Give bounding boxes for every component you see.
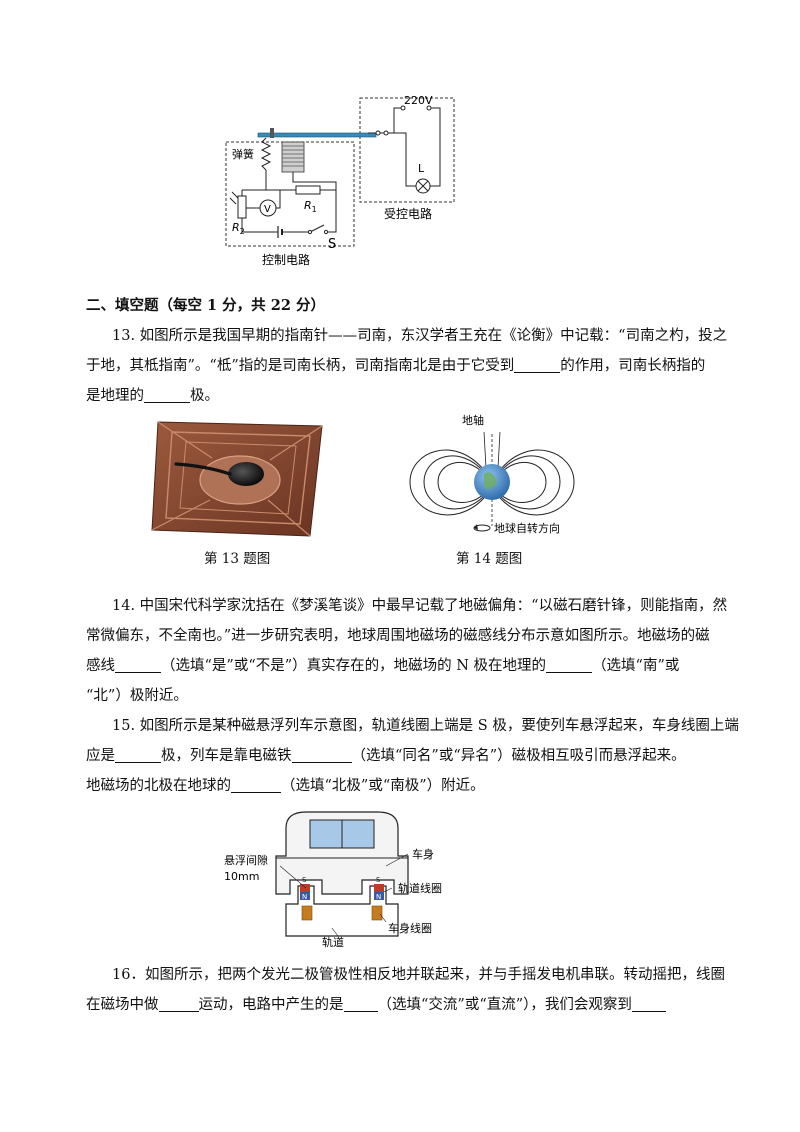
- answer-blank[interactable]: [144, 386, 190, 403]
- q15-line-3: 地磁场的北极在地球的（选填“北极”或“南极”）附近。: [86, 776, 485, 794]
- spring-icon: [260, 137, 272, 171]
- q14-line-2: 常微偏东，不全南也。”进一步研究表明，地球周围地磁场的磁感线分布示意如图所示。地…: [86, 628, 710, 644]
- q13-line-1: 13. 如图所示是我国早期的指南针——司南，东汉学者王充在《论衡》中记载：“司南…: [112, 328, 728, 344]
- svg-text:S: S: [302, 876, 307, 884]
- answer-blank[interactable]: [343, 995, 378, 1012]
- q13-line-2: 于地，其柢指南”。“柢”指的是司南长柄，司南指南北是由于它受到的作用，司南长柄指…: [86, 356, 706, 374]
- track-coil-magnet-left: [300, 892, 310, 900]
- answer-blank[interactable]: [115, 656, 161, 673]
- q14-line-3: 感线（选填“是”或“不是”）真实存在的，地磁场的 N 极在地理的（选填“南”或: [86, 656, 680, 674]
- resistor-r1: [295, 185, 321, 195]
- r2-label: R2: [232, 221, 245, 236]
- answer-blank[interactable]: [546, 656, 593, 673]
- svg-text:S: S: [376, 876, 381, 884]
- electromagnet-coil: [281, 141, 305, 173]
- body-coil-left: [301, 905, 313, 921]
- body-coil-right: [371, 905, 383, 921]
- answer-blank[interactable]: [514, 356, 561, 373]
- train-body-label: 车身: [412, 847, 434, 861]
- q15-line-1: 15. 如图所示是某种磁悬浮列车示意图，轨道线圈上端是 S 极，要使列车悬浮起来…: [112, 718, 739, 734]
- answer-blank[interactable]: [158, 995, 199, 1012]
- voltmeter-label: V: [264, 204, 271, 215]
- q13-figure-caption: 第 13 题图: [204, 551, 271, 567]
- train-body: [275, 811, 409, 895]
- controlled-circuit-box: [359, 97, 455, 203]
- switch-icon: [309, 224, 325, 233]
- voltage-label: 220V: [404, 94, 433, 107]
- maglev-train-figure: S N S N 悬浮间隙 10mm 车身 轨道线圈 轨道 车身线圈: [224, 811, 442, 948]
- earth-axis-label: 地轴: [462, 413, 484, 427]
- resistor-r2: [237, 195, 247, 219]
- track-label: 轨道: [322, 935, 344, 948]
- spring-label: 弹簧: [232, 147, 254, 161]
- q15-line-2: 应是极，列车是靠电磁铁（选填“同名”或“异名”）磁极相互吸引而悬浮起来。: [86, 746, 686, 764]
- track-coil-label: 轨道线圈: [398, 881, 442, 895]
- relay-circuit-figure: 220V L 弹簧 R1 R2 V S 控制电路 受控电路: [225, 94, 455, 267]
- answer-blank[interactable]: [231, 776, 281, 793]
- q13-line-3: 是地理的极。: [86, 386, 219, 404]
- relay-armature: [257, 132, 377, 138]
- q14-line-4: “北”）极附近。: [86, 688, 188, 704]
- switch-label: S: [328, 237, 336, 252]
- answer-blank[interactable]: [631, 995, 666, 1012]
- svg-text:N: N: [302, 893, 307, 901]
- controlled-circuit-label: 受控电路: [384, 206, 432, 221]
- earth-magnetic-field-figure: 地轴 地球自转方向: [409, 413, 575, 535]
- svg-text:N: N: [376, 893, 381, 901]
- gap-value: 10mm: [224, 870, 259, 883]
- q16-line-1: 16．如图所示，把两个发光二极管极性相反地并联起来，并与手摇发电机串联。转动摇把…: [112, 967, 725, 983]
- q16-line-2: 在磁场中做运动，电路中产生的是（选填“交流”或“直流”），我们会观察到: [86, 995, 666, 1015]
- sinan-compass-image: [151, 421, 323, 537]
- control-circuit-label: 控制电路: [262, 252, 310, 267]
- body-coil-label: 车身线圈: [388, 921, 432, 935]
- track-coil-magnet-right: [374, 892, 384, 900]
- r1-label: R1: [304, 199, 317, 214]
- lamp-label: L: [418, 162, 425, 175]
- gap-label: 悬浮间隙: [224, 853, 268, 867]
- answer-blank[interactable]: [291, 746, 352, 763]
- control-circuit-box: [225, 141, 355, 247]
- section-title: 二、填空题（每空 1 分，共 22 分）: [86, 297, 325, 314]
- rotation-direction-label: 地球自转方向: [494, 521, 560, 535]
- answer-blank[interactable]: [115, 746, 161, 763]
- q14-figure-caption: 第 14 题图: [456, 551, 523, 567]
- track: [285, 885, 399, 937]
- q14-line-1: 14. 中国宋代科学家沈括在《梦溪笔谈》中最早记载了地磁偏角：“以磁石磨针锋，则…: [112, 598, 728, 614]
